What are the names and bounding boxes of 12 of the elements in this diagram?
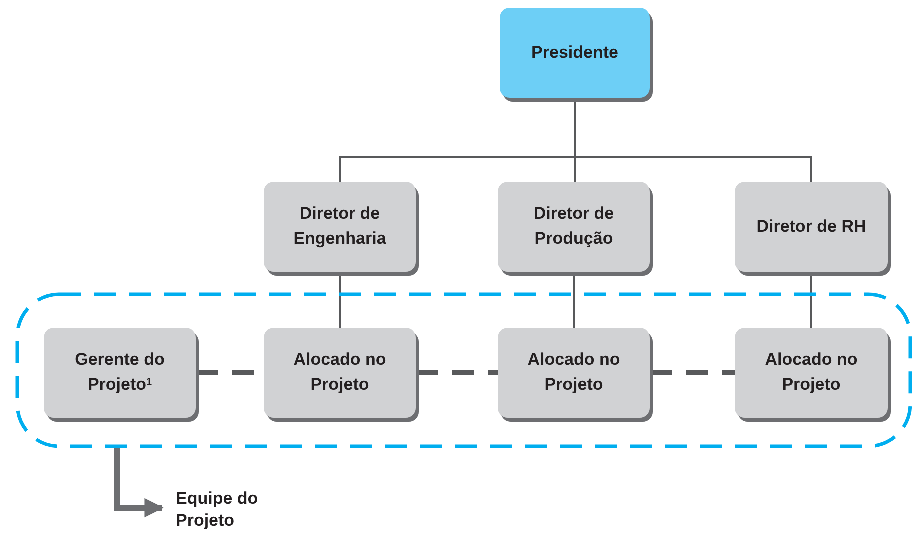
role-box: Diretor de Produção <box>498 182 650 272</box>
connector-line <box>416 370 498 376</box>
role-box: Diretor de Engenharia <box>264 182 416 272</box>
president-box: Presidente <box>500 8 650 98</box>
role-box: Alocado no Projeto <box>735 328 888 418</box>
connector-line <box>650 370 735 376</box>
role-box: Alocado no Projeto <box>498 328 650 418</box>
arrow <box>114 448 164 518</box>
role-box: Gerente do Projeto$^{1}$ <box>44 328 196 418</box>
role-box: Diretor de RH <box>735 182 888 272</box>
team-label: Equipe do Projeto <box>176 488 286 536</box>
role-box: Alocado no Projeto <box>264 328 416 418</box>
